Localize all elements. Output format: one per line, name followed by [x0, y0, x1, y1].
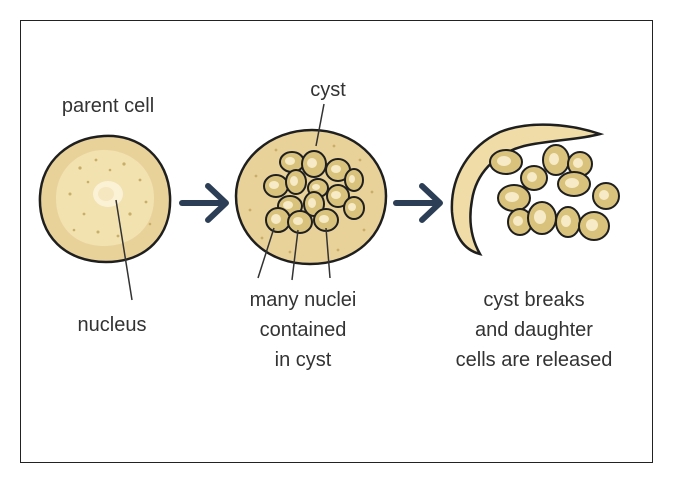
nucleus-label: nucleus	[78, 314, 147, 336]
cyst-breaks-label-line1: cyst breaks	[483, 289, 584, 311]
many-nuclei-label-line2: contained	[260, 319, 347, 341]
cyst-label: cyst	[310, 79, 346, 101]
cyst-breaks-label-line2: and daughter	[475, 319, 593, 341]
broken-cyst	[450, 123, 620, 256]
many-nuclei-label-line1: many nuclei	[250, 289, 357, 311]
arrow-right-icon	[393, 183, 443, 223]
arrow-right-icon	[179, 183, 229, 223]
cyst-breaks-label-line3: cells are released	[456, 349, 613, 371]
parent-cell	[38, 134, 172, 301]
parent-cell-label: parent cell	[62, 95, 154, 117]
cyst	[234, 103, 388, 281]
many-nuclei-label-line3: in cyst	[275, 349, 332, 371]
cyst-pointer	[315, 103, 325, 147]
nucleus-pointer	[115, 199, 133, 301]
